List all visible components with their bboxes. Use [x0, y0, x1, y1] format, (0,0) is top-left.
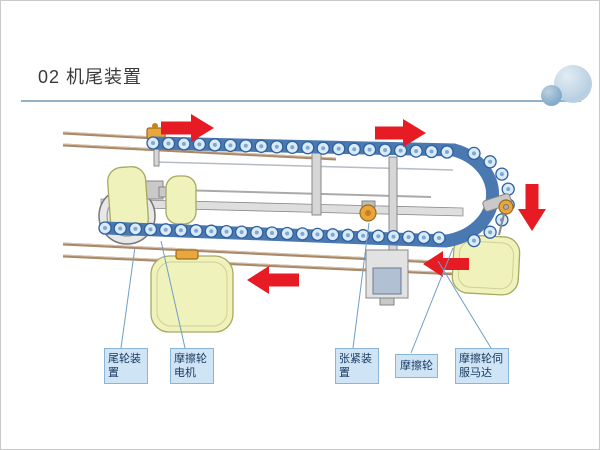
tension-bracket: [365, 249, 409, 306]
flow-arrow-down-right: [518, 184, 546, 231]
callout-label-friction-wheel-motor: 摩擦轮电机: [170, 348, 214, 384]
clamp-fittings: [146, 123, 199, 260]
callout-label-tension-unit: 张紧装置: [335, 348, 379, 384]
callout-label-friction-wheel-servo: 摩擦轮伺服马达: [455, 348, 509, 384]
flow-arrow-right-top-left: [161, 114, 214, 142]
decor-circle-small: [541, 85, 562, 106]
callout-label-friction-wheel: 摩擦轮: [395, 354, 438, 378]
servo-motor-assembly: [482, 193, 514, 236]
tension-device: [359, 200, 377, 222]
callout-lines: [120, 222, 492, 354]
flow-arrow-right-top-middle: [375, 119, 426, 147]
flow-arrow-left-bottom-middle: [247, 266, 299, 294]
chain-rollers: [98, 136, 515, 248]
cover-guards: [107, 166, 521, 333]
page-title: 02 机尾装置: [38, 67, 143, 87]
direction-arrows: [161, 114, 546, 294]
flow-arrow-left-bottom-right: [423, 251, 469, 277]
callout-label-tail-wheel-unit: 尾轮装置: [104, 348, 148, 384]
title-underline: [21, 100, 581, 102]
decor-circle-large: [554, 65, 592, 103]
